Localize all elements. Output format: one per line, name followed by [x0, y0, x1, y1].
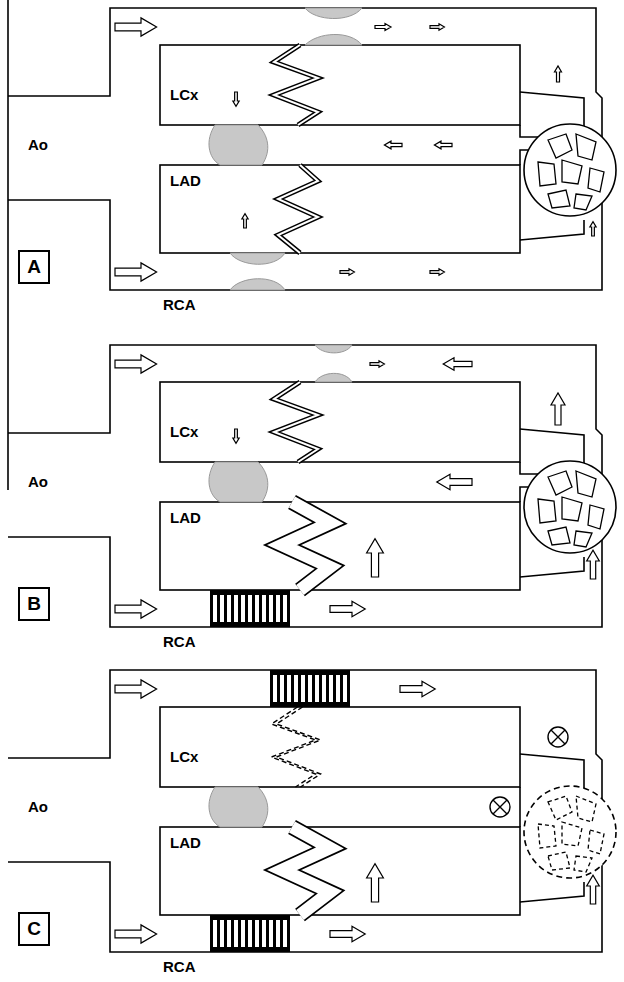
occlusion-symbol	[490, 797, 510, 817]
panel-letter-box: B	[18, 587, 50, 621]
flow-arrow	[115, 18, 596, 281]
panel-b-drawing	[8, 345, 616, 627]
vessel-label: LAD	[170, 834, 201, 851]
flow-arrow	[115, 355, 599, 618]
stent	[210, 915, 290, 952]
vessel-label: LCx	[170, 748, 198, 765]
stenosis	[209, 8, 362, 290]
aorta-wall	[7, 0, 9, 490]
myocardium	[524, 461, 616, 553]
vessel-walls	[8, 670, 602, 952]
vessel-label: RCA	[163, 296, 196, 313]
vessel-walls	[8, 345, 602, 627]
vessel-label: Ao	[28, 136, 48, 153]
collateral-vessel	[272, 707, 331, 915]
myocardium-cells	[538, 134, 604, 210]
flow-arrow	[115, 680, 599, 943]
panel-letter: B	[27, 594, 41, 615]
occlusion-symbol	[548, 727, 568, 747]
vessel-label: Ao	[28, 798, 48, 815]
stenosis	[209, 345, 352, 502]
myocardium-cells	[538, 796, 604, 872]
vessel-end	[519, 787, 521, 827]
panel-letter: C	[27, 919, 41, 940]
collateral-vessel	[274, 382, 330, 590]
panel-letter-box: C	[18, 912, 50, 946]
panel-letter: A	[27, 257, 41, 278]
myocardium	[524, 786, 616, 878]
vessel-label: RCA	[163, 958, 196, 975]
myocardium	[524, 124, 616, 216]
stenosis	[209, 787, 268, 827]
panel-letter-box: A	[18, 250, 50, 284]
panel-a-drawing	[8, 8, 616, 290]
vessel-label: Ao	[28, 473, 48, 490]
vessel-label: LCx	[170, 423, 198, 440]
vessel-label: RCA	[163, 633, 196, 650]
collateral-vessel	[274, 45, 318, 253]
stent	[210, 590, 290, 627]
vessel-label: LAD	[170, 509, 201, 526]
vessel-label: LAD	[170, 172, 201, 189]
vessel-walls	[8, 8, 602, 290]
vessel-label: LCx	[170, 86, 198, 103]
stent	[270, 670, 350, 707]
myocardium-cells	[538, 471, 604, 547]
panel-c-drawing	[8, 670, 616, 952]
